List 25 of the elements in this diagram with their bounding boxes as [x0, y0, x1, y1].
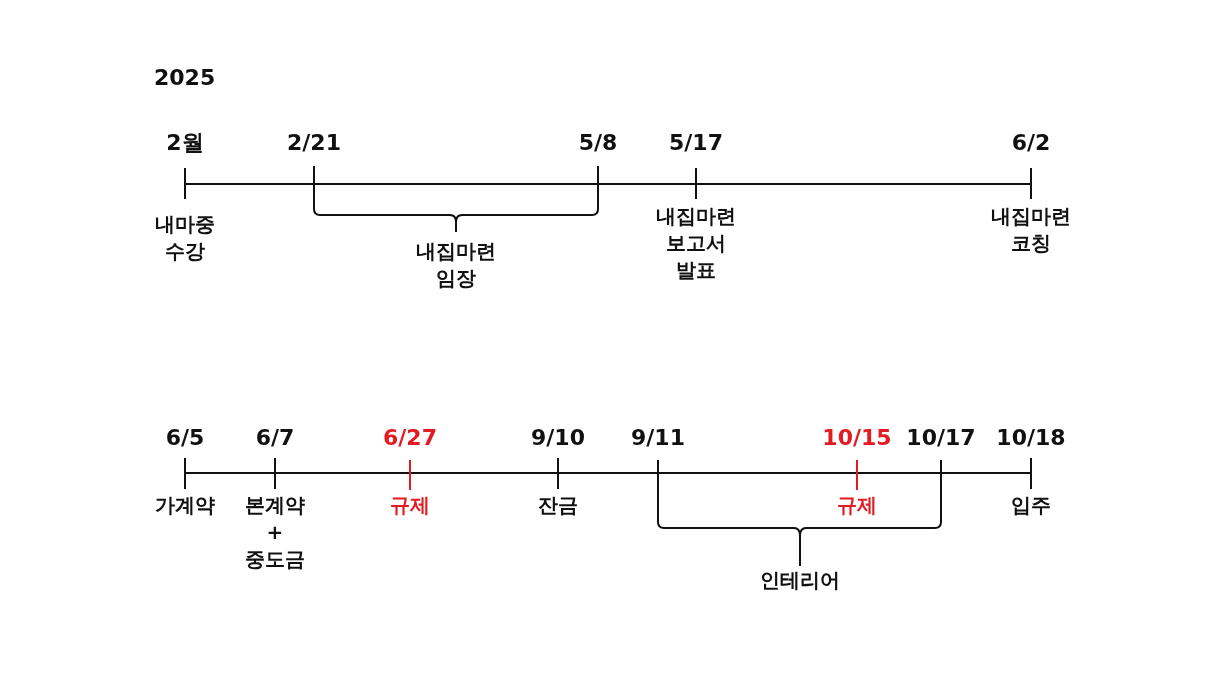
event-label: 내집마련 임장 [416, 238, 496, 292]
date-label: 2/21 [287, 130, 341, 156]
date-label: 9/11 [631, 425, 685, 451]
event-label: 내마중 수강 [155, 211, 215, 265]
event-label: 입주 [1011, 492, 1051, 519]
date-label: 9/10 [531, 425, 585, 451]
event-label: 본계약 + 중도금 [245, 492, 305, 573]
event-label: 규제 [390, 492, 430, 519]
date-label: 6/27 [383, 425, 437, 451]
date-label: 10/18 [996, 425, 1066, 451]
event-label: 인테리어 [760, 567, 840, 594]
event-label: 내집마련 코칭 [991, 203, 1071, 257]
date-label: 6/2 [1011, 130, 1051, 156]
date-label: 6/5 [165, 425, 205, 451]
event-label: 가계약 [155, 492, 215, 519]
date-label: 5/17 [669, 130, 723, 156]
date-label: 6/7 [255, 425, 295, 451]
event-label: 잔금 [538, 492, 578, 519]
event-label: 규제 [837, 492, 877, 519]
date-label: 10/17 [906, 425, 976, 451]
date-label: 2월 [166, 130, 204, 156]
date-label: 5/8 [578, 130, 618, 156]
date-label: 10/15 [822, 425, 892, 451]
event-label: 내집마련 보고서 발표 [656, 203, 736, 284]
year-heading: 2025 [154, 65, 216, 91]
